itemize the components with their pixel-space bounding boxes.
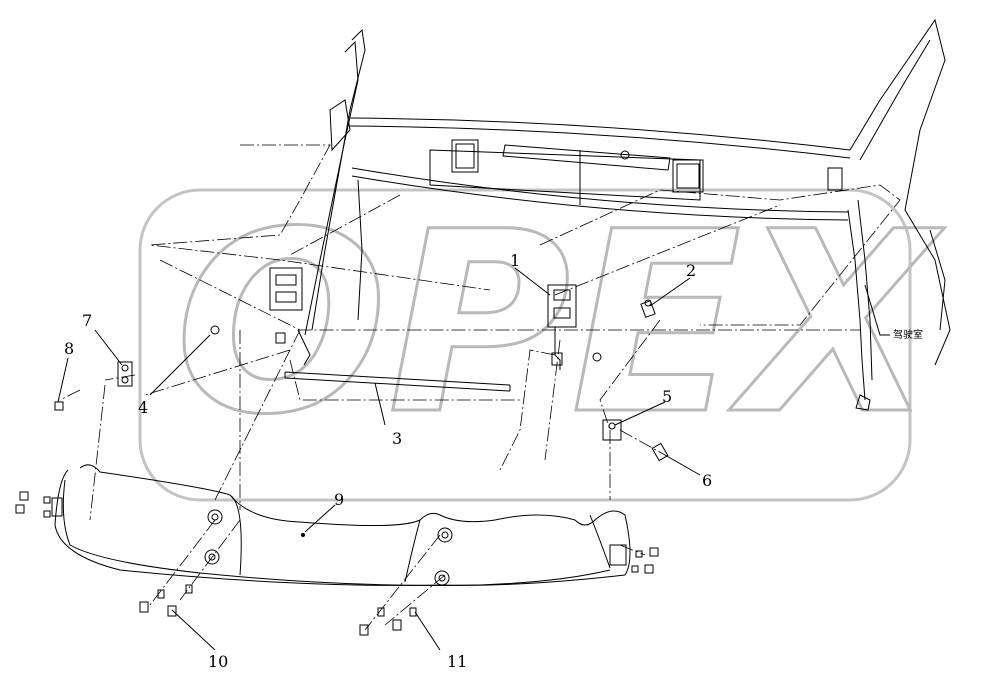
watermark: OPEX — [138, 177, 946, 502]
callout-10: 10 — [208, 652, 228, 671]
callout-11: 11 — [447, 652, 467, 671]
leader-lines — [57, 267, 890, 651]
left-pillar — [269, 28, 366, 366]
cab-label: 驾驶室 — [893, 328, 923, 341]
rod-3 — [284, 371, 511, 392]
callout-1: 1 — [510, 251, 520, 270]
windshield-frame — [349, 117, 851, 221]
bolt-2 — [640, 299, 656, 318]
callout-labels: 1 2 3 4 5 6 7 8 9 10 11 驾驶室 — [64, 251, 923, 671]
small-parts — [15, 325, 669, 636]
callout-8: 8 — [64, 339, 74, 358]
callout-9: 9 — [334, 490, 344, 509]
callout-5: 5 — [662, 387, 672, 406]
callout-2: 2 — [686, 261, 696, 280]
callout-4: 4 — [138, 398, 148, 417]
callout-6: 6 — [702, 471, 712, 490]
sun-visor-9 — [51, 464, 631, 586]
watermark-text: OPEX — [175, 178, 945, 469]
callout-7: 7 — [82, 311, 92, 330]
callout-3: 3 — [392, 429, 402, 448]
right-pillar — [827, 18, 951, 411]
